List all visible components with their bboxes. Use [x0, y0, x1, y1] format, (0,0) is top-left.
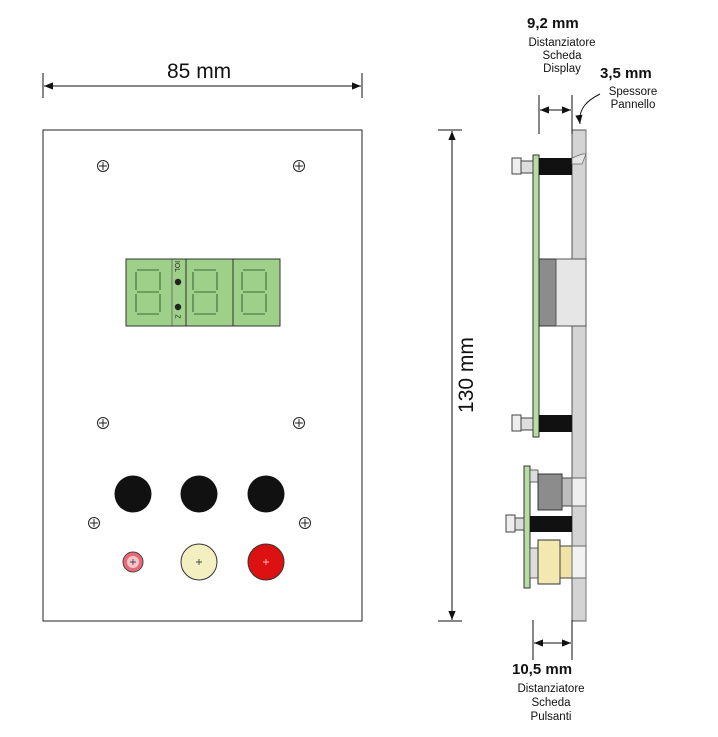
- display-spacer-line3: Display: [543, 63, 581, 75]
- button-pcb: [523, 465, 531, 589]
- spacer-top: [511, 153, 587, 175]
- display-marking-bottom: Z: [173, 314, 181, 319]
- display-spacer-value: 9,2 mm: [527, 15, 579, 32]
- button-spacer-line1: Distanziatore: [517, 683, 585, 695]
- button-spacer-line2: Scheda: [531, 697, 571, 709]
- screw-icon: [97, 160, 109, 172]
- panel-thickness-line1: Spessore: [608, 86, 658, 98]
- button-spacer-dimension: [532, 620, 573, 660]
- panel-thickness-line2: Pannello: [610, 99, 656, 111]
- panel-thickness-pointer: [575, 93, 601, 125]
- led-red: [247, 543, 285, 581]
- panel-thickness-value: 3,5 mm: [600, 65, 652, 82]
- display-marking-top: IOL: [173, 260, 181, 273]
- spacer-bottom: [511, 414, 572, 432]
- button-spacer-line3: Pulsanti: [530, 711, 572, 723]
- height-dimension: [438, 129, 462, 622]
- screw-icon: [88, 517, 100, 529]
- screw-icon: [299, 517, 311, 529]
- width-label: 85 mm: [167, 60, 232, 83]
- screw-icon: [293, 417, 305, 429]
- screw-icon: [97, 417, 109, 429]
- display-spacer-line1: Distanziatore: [528, 37, 596, 49]
- display-body: [538, 258, 557, 327]
- side-view: [505, 93, 601, 660]
- front-view: [42, 73, 462, 622]
- push-button-3: [247, 475, 285, 513]
- display-spacer-line2: Scheda: [542, 50, 582, 62]
- front-panel: [42, 129, 363, 622]
- screw-icon: [293, 160, 305, 172]
- width-dimension: [42, 73, 363, 98]
- side-led-connector: [529, 539, 587, 585]
- seven-segment-display: [125, 258, 281, 327]
- display-spacer-dimension: [538, 95, 573, 134]
- button-spacer-value: 10,5 mm: [512, 661, 573, 678]
- push-button-2: [180, 475, 218, 513]
- display-pcb: [532, 154, 540, 438]
- side-push-button: [537, 473, 587, 511]
- spacer-buttons: [505, 514, 572, 533]
- led-cream: [180, 543, 218, 581]
- push-button-1: [114, 475, 152, 513]
- led-pink: [122, 551, 144, 573]
- height-label: 130 mm: [455, 337, 478, 413]
